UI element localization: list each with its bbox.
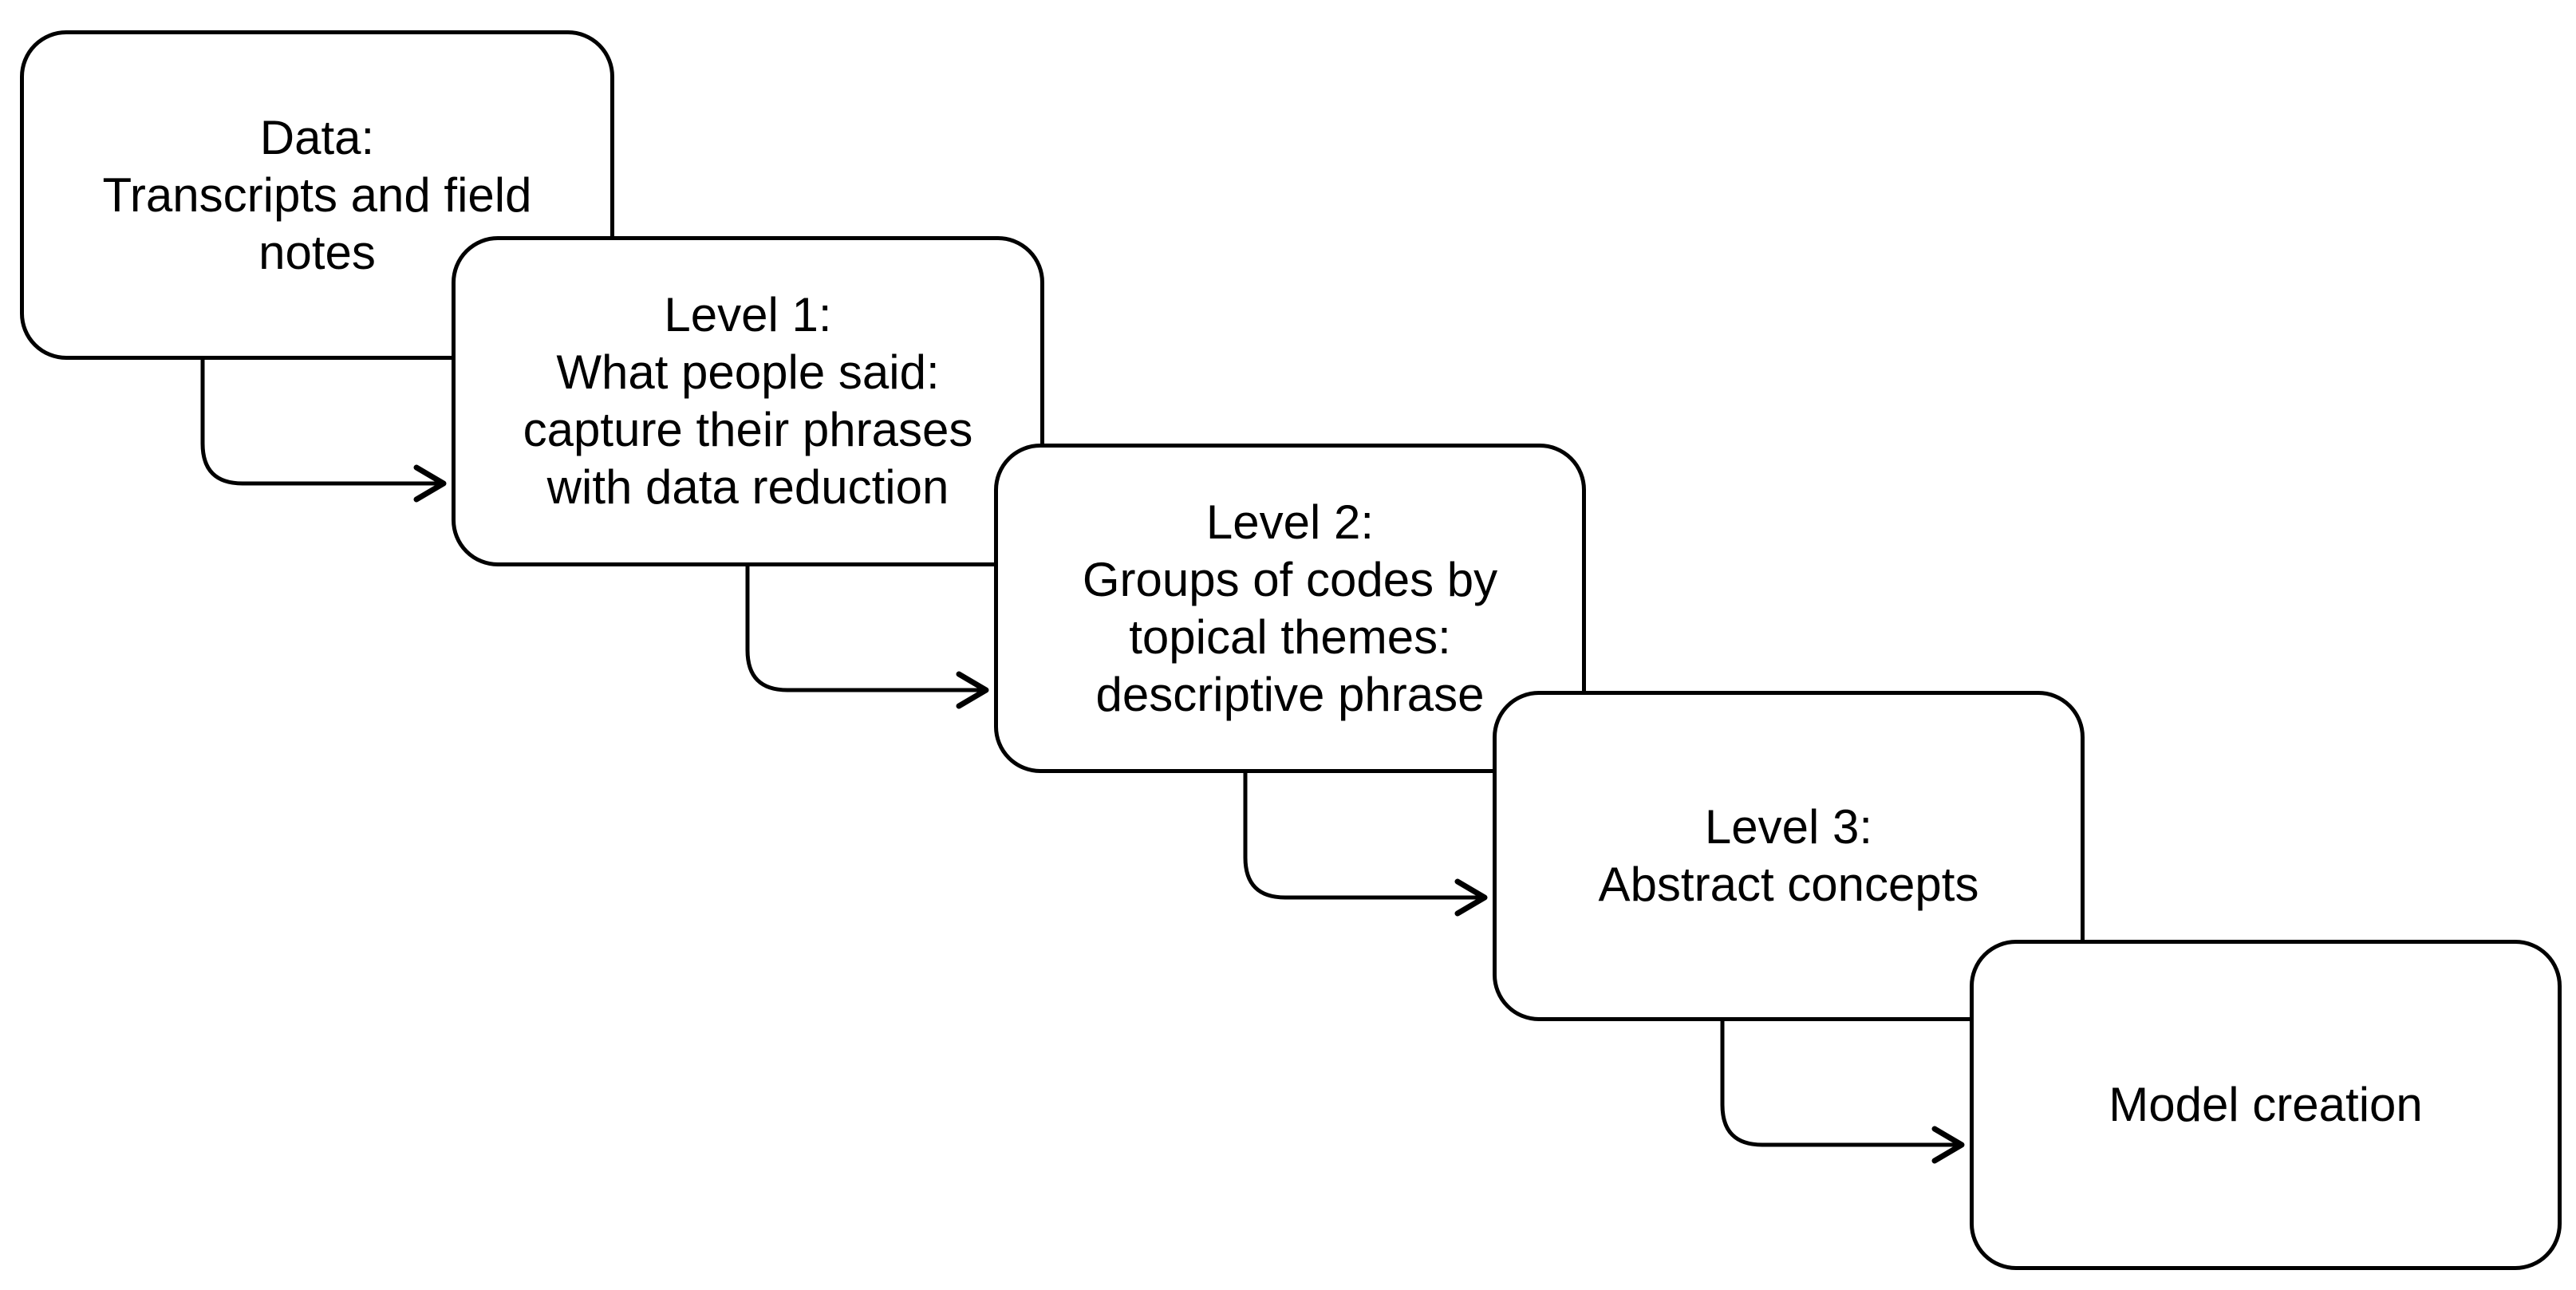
step-line: Transcripts and field [102,168,532,222]
step-line: descriptive phrase [1095,667,1485,721]
step-line: Groups of codes by [1082,552,1498,606]
step-line: topical themes: [1129,609,1451,664]
step-box-data: Data: Transcripts and field notes [20,30,614,360]
connector-level1-to-level2 [745,564,989,709]
step-label-level-2: Level 2: Groups of codes by topical them… [1083,494,1497,724]
step-line: Model creation [2109,1078,2423,1131]
step-line: Level 1: [664,288,832,341]
step-label-level-3: Level 3: Abstract concepts [1599,799,1979,913]
step-line: Data: [259,110,375,164]
step-label-level-1: Level 1: What people said: capture their… [523,286,973,516]
connector-level2-to-level3 [1243,771,1488,917]
connector-level3-to-model [1720,1019,1965,1164]
step-box-level-2: Level 2: Groups of codes by topical them… [994,444,1586,773]
step-line: notes [258,225,376,279]
step-label-data: Data: Transcripts and field notes [102,109,531,282]
step-line: What people said: [556,345,940,399]
step-line: capture their phrases [523,403,973,456]
step-line: Level 2: [1205,495,1375,549]
step-box-level-3: Level 3: Abstract concepts [1493,691,2085,1021]
step-box-model-creation: Model creation [1970,940,2562,1270]
step-line: Level 3: [1704,800,1873,854]
step-label-model-creation: Model creation [2109,1076,2423,1134]
step-line: with data reduction [546,460,949,514]
connector-data-to-level1 [200,357,447,503]
step-box-level-1: Level 1: What people said: capture their… [452,236,1044,566]
step-line: Abstract concepts [1598,858,1979,911]
